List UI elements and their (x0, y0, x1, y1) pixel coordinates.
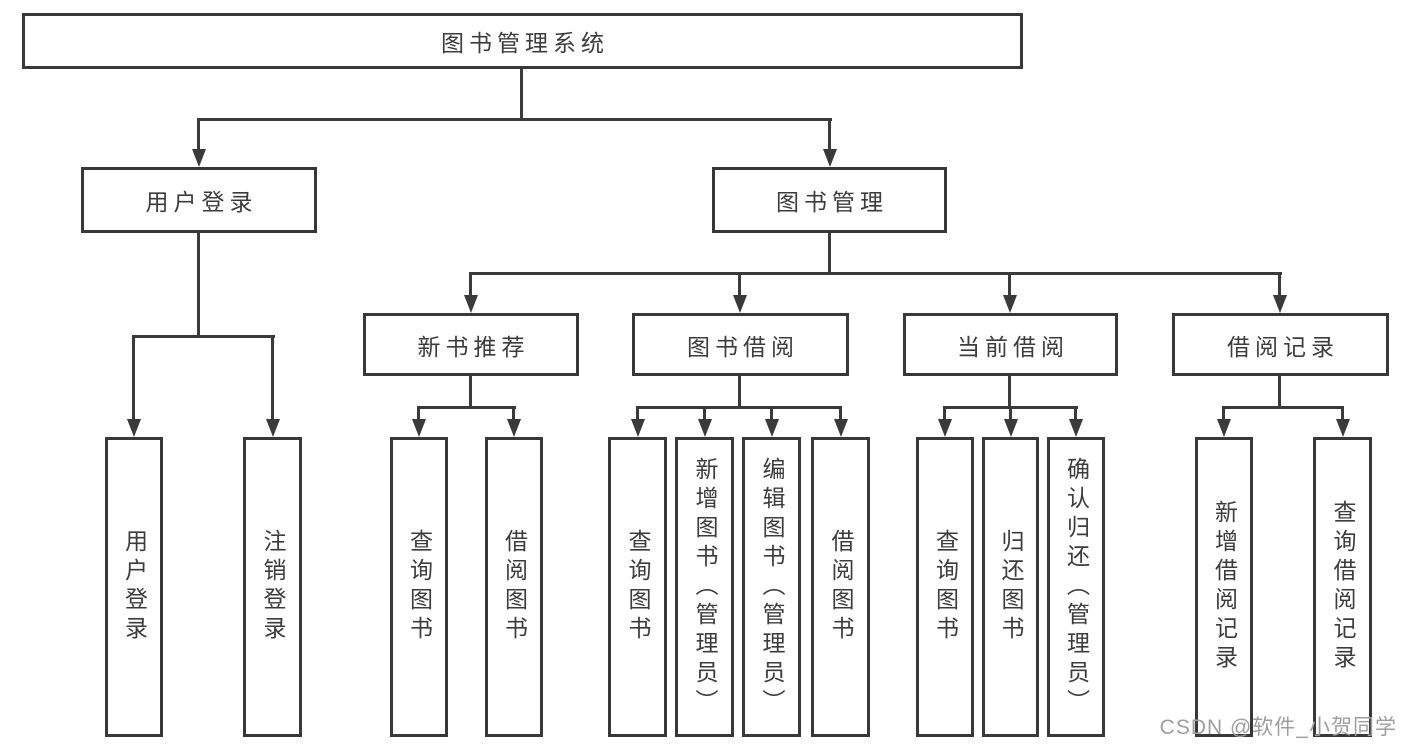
connector (1278, 376, 1281, 409)
connector (738, 376, 741, 409)
connector (636, 406, 639, 420)
leaf-add-book-admin: 新增图书（管理员） (675, 437, 734, 737)
connector (417, 406, 516, 409)
connector (636, 406, 842, 409)
arrow-down-icon (412, 419, 426, 437)
leaf-query-books-borrow: 查询图书 (608, 437, 667, 737)
connector (417, 406, 420, 420)
arrow-down-icon (1217, 419, 1231, 437)
connector (1009, 406, 1012, 420)
arrow-down-icon (464, 295, 478, 313)
arrow-down-icon (507, 419, 521, 437)
leaf-query-borrow-record: 查询借阅记录 (1313, 437, 1372, 737)
leaf-edit-book-admin: 编辑图书（管理员） (742, 437, 801, 737)
arrow-down-icon (938, 419, 952, 437)
connector (132, 335, 135, 420)
arrow-down-icon (1336, 419, 1350, 437)
leaf-user-login: 用户登录 (105, 437, 163, 737)
connector (271, 335, 274, 420)
arrow-down-icon (1003, 295, 1017, 313)
node-user-login: 用户登录 (81, 167, 317, 233)
arrow-down-icon (698, 419, 712, 437)
leaf-query-books-current: 查询图书 (916, 437, 974, 737)
connector (1008, 376, 1011, 409)
leaf-confirm-return-admin: 确认归还（管理员） (1047, 437, 1105, 737)
arrow-down-icon (192, 149, 206, 167)
node-current-borrowing: 当前借阅 (903, 313, 1118, 376)
connector (1222, 406, 1344, 409)
node-borrowing-records: 借阅记录 (1172, 313, 1389, 376)
leaf-add-borrow-record: 新增借阅记录 (1195, 437, 1253, 737)
connector (520, 69, 523, 120)
connector (770, 406, 773, 420)
connector (1278, 272, 1281, 297)
arrow-down-icon (127, 419, 141, 437)
connector (469, 272, 472, 297)
connector (1341, 406, 1344, 420)
connector (738, 272, 741, 297)
node-new-book-recommend: 新书推荐 (363, 313, 579, 376)
arrow-down-icon (1273, 295, 1287, 313)
arrow-down-icon (631, 419, 645, 437)
leaf-return-book: 归还图书 (982, 437, 1039, 737)
connector (1074, 406, 1077, 420)
node-book-borrowing: 图书借阅 (632, 313, 849, 376)
leaf-borrow-books-recommend: 借阅图书 (485, 437, 543, 737)
connector (197, 233, 200, 338)
connector (197, 118, 200, 152)
connector (828, 233, 831, 275)
connector (839, 406, 842, 420)
arrow-down-icon (733, 295, 747, 313)
connector (1222, 406, 1225, 420)
arrow-down-icon (1004, 419, 1018, 437)
connector (512, 406, 515, 420)
connector (703, 406, 706, 420)
leaf-logout: 注销登录 (243, 437, 302, 737)
node-book-management: 图书管理 (712, 167, 947, 233)
connector (943, 406, 946, 420)
csdn-watermark: CSDN @软件_小贺同学 (1159, 716, 1397, 739)
leaf-borrow-books: 借阅图书 (811, 437, 870, 737)
connector (1008, 272, 1011, 297)
connector (469, 376, 472, 409)
connector (828, 118, 831, 152)
arrow-down-icon (266, 419, 280, 437)
connector (197, 118, 832, 121)
node-library-system: 图书管理系统 (22, 13, 1023, 69)
connector (469, 272, 1282, 275)
arrow-down-icon (834, 419, 848, 437)
arrow-down-icon (765, 419, 779, 437)
arrow-down-icon (823, 149, 837, 167)
arrow-down-icon (1069, 419, 1083, 437)
leaf-query-books-recommend: 查询图书 (390, 437, 448, 737)
connector (132, 335, 275, 338)
